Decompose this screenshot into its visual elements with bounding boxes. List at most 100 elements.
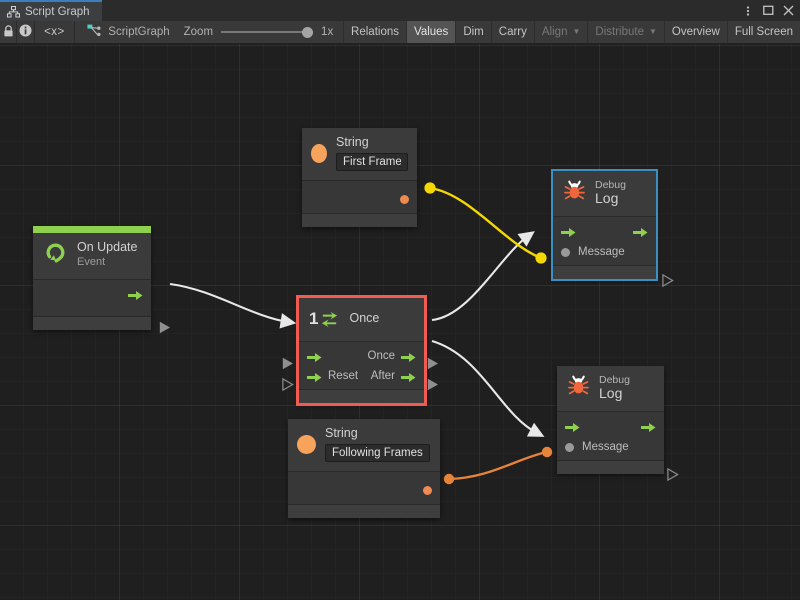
edge-on-update-to-once	[169, 282, 297, 329]
flow-out-arrow-icon[interactable]	[401, 350, 416, 362]
node-title: Once	[349, 310, 380, 325]
toolbar-button-relations[interactable]: Relations	[343, 21, 406, 43]
flow-out-arrow-icon[interactable]	[633, 225, 648, 237]
connector-triangle-debug-log-top-out[interactable]	[662, 273, 674, 292]
node-header: On Update Event	[33, 233, 151, 279]
toolbar-button-full-screen[interactable]: Full Screen	[726, 21, 800, 43]
toolbar-button-distribute[interactable]: Distribute ▼	[587, 21, 664, 43]
code-brackets-icon: <x>	[44, 26, 65, 38]
node-ports	[33, 279, 151, 317]
toolbar-button-align[interactable]: Align ▼	[533, 21, 588, 43]
toolbar-button-values[interactable]: Values	[406, 21, 456, 43]
port-row-message[interactable]: Message	[557, 437, 664, 455]
node-footer	[288, 504, 440, 518]
connector-triangle-once-reset[interactable]	[282, 377, 294, 396]
flow-in-arrow-icon[interactable]	[565, 420, 580, 432]
zoom-label: Zoom	[183, 26, 214, 38]
info-icon	[19, 24, 32, 40]
toolbar-button-dim[interactable]: Dim	[455, 21, 490, 43]
edge-once-after-to-debug-log-bottom	[431, 339, 545, 437]
port-row-reset-after[interactable]: Reset After	[299, 367, 424, 384]
lock-icon	[3, 24, 14, 40]
port-label-message: Message	[578, 246, 625, 258]
value-out-port-dot[interactable]	[423, 485, 432, 495]
port-row-value-out[interactable]	[302, 186, 417, 206]
script-graph-icon	[87, 24, 101, 40]
node-footer	[553, 266, 656, 279]
toolbar-button-carry[interactable]: Carry	[490, 21, 534, 43]
close-button[interactable]	[779, 1, 797, 20]
flow-in-arrow-icon[interactable]	[561, 225, 576, 237]
debug-bug-icon	[566, 373, 591, 403]
port-row-value-out[interactable]	[288, 477, 440, 497]
port-label-reset: Reset	[328, 369, 359, 382]
connector-triangle-on-update-out[interactable]	[159, 321, 171, 339]
flow-out-arrow-icon[interactable]	[641, 420, 656, 432]
once-counter-number: 1	[309, 308, 319, 328]
message-in-port-dot[interactable]	[565, 442, 574, 452]
toolbar-button-align-label: Align	[541, 26, 568, 38]
node-title: String	[336, 135, 369, 149]
port-row-flow[interactable]	[553, 222, 656, 239]
node-supertitle: Debug	[599, 374, 630, 387]
zoom-slider[interactable]	[221, 25, 314, 39]
node-title: Log	[599, 385, 623, 402]
flow-in-arrow-icon[interactable]	[307, 370, 322, 382]
info-button[interactable]	[17, 21, 35, 43]
toolbar-button-overview[interactable]: Overview	[663, 21, 727, 43]
string-value-input[interactable]	[325, 443, 430, 462]
node-title: Log	[595, 190, 619, 207]
node-footer	[299, 390, 424, 403]
node-header: 1 Once	[299, 298, 424, 341]
node-on-update[interactable]: On Update Event	[33, 226, 151, 330]
lock-button[interactable]	[0, 21, 18, 43]
node-once[interactable]: 1 Once Once	[296, 295, 427, 406]
node-debug-log-bottom[interactable]: Debug Log Message	[557, 366, 664, 474]
on-update-loop-icon	[43, 240, 68, 270]
connector-triangle-debug-log-bottom-out[interactable]	[667, 467, 679, 486]
node-title: String	[325, 426, 358, 440]
node-ports: Once Reset After	[299, 341, 424, 390]
graph-name-label: ScriptGraph	[108, 26, 170, 38]
port-row-flow-out[interactable]	[33, 285, 151, 302]
code-view-button[interactable]: <x>	[35, 21, 76, 43]
port-label-message: Message	[582, 441, 629, 453]
flow-in-arrow-icon[interactable]	[307, 350, 322, 362]
node-footer	[33, 317, 151, 330]
chevron-down-icon: ▼	[572, 27, 581, 36]
toolbar-button-relations-label: Relations	[351, 26, 399, 38]
connector-triangle-once-out[interactable]	[427, 357, 439, 375]
value-out-port-dot[interactable]	[400, 194, 409, 204]
edge-endpoint-dot	[443, 473, 455, 485]
string-value-input[interactable]	[336, 152, 408, 171]
node-ports: Message	[553, 216, 656, 266]
edge-endpoint-dot	[424, 182, 436, 194]
connector-triangle-once-enter[interactable]	[282, 357, 294, 375]
node-debug-log-top[interactable]: Debug Log Message	[551, 169, 658, 281]
node-title: On Update	[77, 240, 138, 255]
maximize-button[interactable]	[759, 1, 777, 20]
once-counter-icon: 1	[309, 308, 340, 329]
flow-out-arrow-icon[interactable]	[128, 288, 143, 300]
node-string-following-frames[interactable]: String	[288, 419, 440, 518]
node-string-first-frame[interactable]: String	[302, 128, 417, 227]
port-row-enter-once[interactable]: Once	[299, 347, 424, 364]
edge-once-to-debug-log-top	[431, 231, 535, 322]
flow-out-arrow-icon[interactable]	[401, 370, 416, 382]
edge-string-following-frames-to-message	[448, 450, 548, 481]
message-in-port-dot[interactable]	[561, 247, 570, 257]
port-row-flow[interactable]	[557, 417, 664, 434]
window-tab-bar: Script Graph	[0, 0, 800, 21]
node-accent-bar	[33, 226, 151, 233]
kebab-menu-button[interactable]	[739, 1, 757, 20]
tab-script-graph[interactable]: Script Graph	[0, 0, 102, 21]
connector-triangle-after-out[interactable]	[427, 378, 439, 396]
port-row-message[interactable]: Message	[553, 242, 656, 260]
port-label-once: Once	[367, 349, 396, 362]
toolbar-button-values-label: Values	[414, 26, 449, 38]
graph-name-breadcrumb[interactable]: ScriptGraph	[75, 21, 183, 43]
zoom-slider-knob[interactable]	[302, 26, 314, 38]
graph-canvas[interactable]: On Update Event	[0, 44, 800, 600]
node-ports	[302, 179, 417, 214]
